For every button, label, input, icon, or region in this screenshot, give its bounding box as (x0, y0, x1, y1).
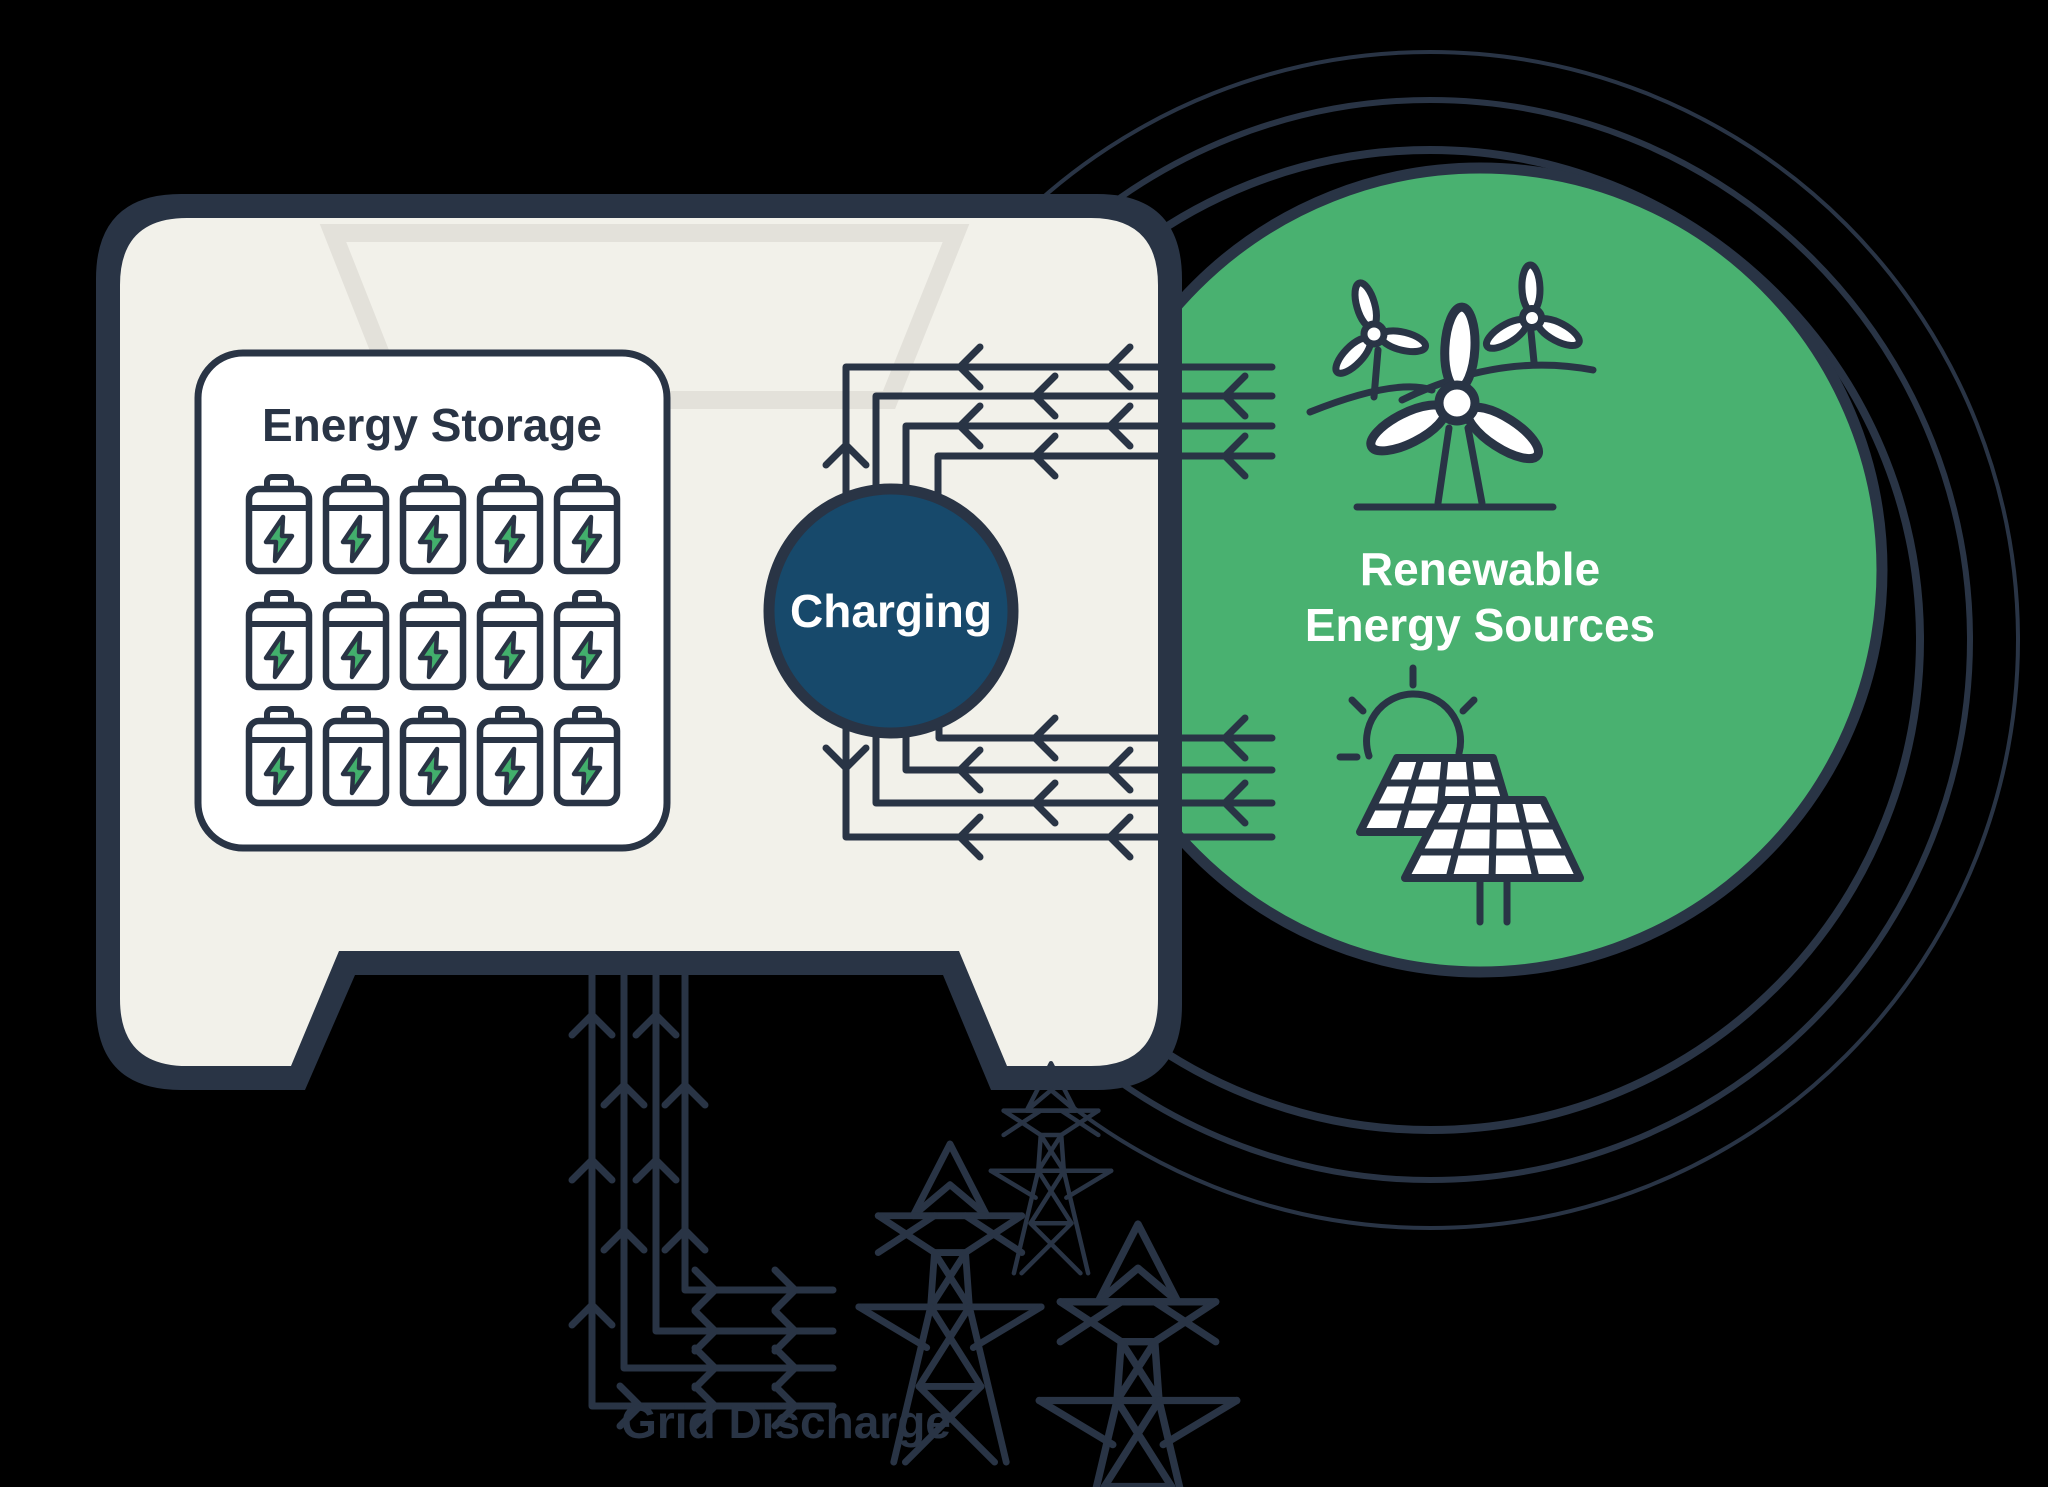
battery-icon (557, 709, 617, 803)
battery-icon (403, 593, 463, 687)
solar-panels-icon (1356, 754, 1584, 926)
battery-icon (480, 477, 540, 571)
hills-icon (1306, 361, 1597, 416)
wind-turbine-large-icon (1353, 306, 1557, 511)
wind-turbine-small-right-icon (1479, 256, 1597, 374)
storage-cabinet: Energy Storage (96, 194, 1182, 1090)
energy-storage-label: Energy Storage (262, 399, 602, 451)
solar-to-charging-arrows (826, 718, 1276, 857)
battery-icon (480, 709, 540, 803)
battery-icon (249, 593, 309, 687)
renewable-label-line2: Energy Sources (1305, 599, 1655, 651)
battery-icon (557, 477, 617, 571)
battery-icon (249, 477, 309, 571)
charging-node: Charging (763, 483, 1019, 739)
grid-discharge-label: Grid Discharge (621, 1396, 951, 1448)
cabinet-lid-icon (319, 224, 970, 409)
wind-turbine-small-left-icon (1331, 281, 1428, 401)
battery-icon (557, 593, 617, 687)
battery-icon (403, 709, 463, 803)
battery-icon (249, 709, 309, 803)
charging-label: Charging (790, 585, 992, 637)
battery-icon (326, 477, 386, 571)
solar-panel-front (1401, 796, 1584, 926)
battery-icon (480, 593, 540, 687)
battery-grid (249, 477, 617, 803)
renewable-label-line1: Renewable (1360, 543, 1600, 595)
sun-icon (1336, 664, 1478, 761)
wind-to-charging-arrows (826, 347, 1276, 500)
storage-to-grid-arrows (572, 954, 837, 1426)
battery-icon (326, 593, 386, 687)
renewable-energy-circle: Renewable Energy Sources (1072, 162, 1888, 978)
battery-icon (326, 709, 386, 803)
battery-icon (403, 477, 463, 571)
